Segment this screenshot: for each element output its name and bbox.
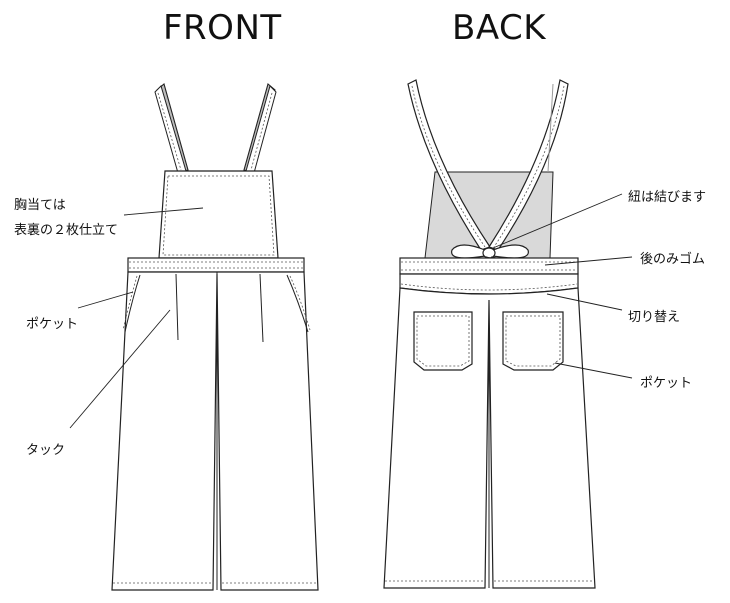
back-garment	[383, 79, 596, 589]
front-right-strap	[243, 83, 277, 174]
back-waistband	[399, 257, 579, 275]
front-left-strap	[154, 83, 189, 174]
back-left-pocket	[413, 311, 473, 371]
back-right-pocket	[502, 311, 564, 371]
tie-label: 紐は結びます	[628, 190, 707, 205]
elastic-label: 後のみゴム	[640, 252, 706, 267]
elastic-leader-line	[544, 256, 633, 266]
back-pocket-label: ポケット	[640, 376, 693, 391]
tie-leader-line	[492, 193, 623, 249]
seam-label: 切り替え	[628, 310, 681, 325]
tuck-label: タック	[26, 443, 66, 458]
bib-label-line1: 胸当ては	[14, 198, 66, 213]
bib-label-line2: 表裏の２枚仕立て	[14, 223, 119, 238]
front-tucks	[175, 273, 264, 343]
back-pocket-leader-line	[554, 362, 633, 379]
front-pockets	[122, 274, 311, 333]
front-garment	[111, 83, 319, 591]
front-heading: FRONT	[163, 8, 282, 48]
back-heading: BACK	[452, 8, 547, 48]
front-pocket-label: ポケット	[26, 317, 79, 332]
front-waistband	[127, 257, 305, 273]
tuck-leader-line	[69, 309, 171, 429]
front-legs	[111, 271, 319, 591]
front-pocket-leader-line	[77, 291, 134, 309]
front-bib	[158, 170, 279, 259]
bib-leader-line	[123, 207, 204, 216]
seam-leader-line	[546, 293, 623, 311]
